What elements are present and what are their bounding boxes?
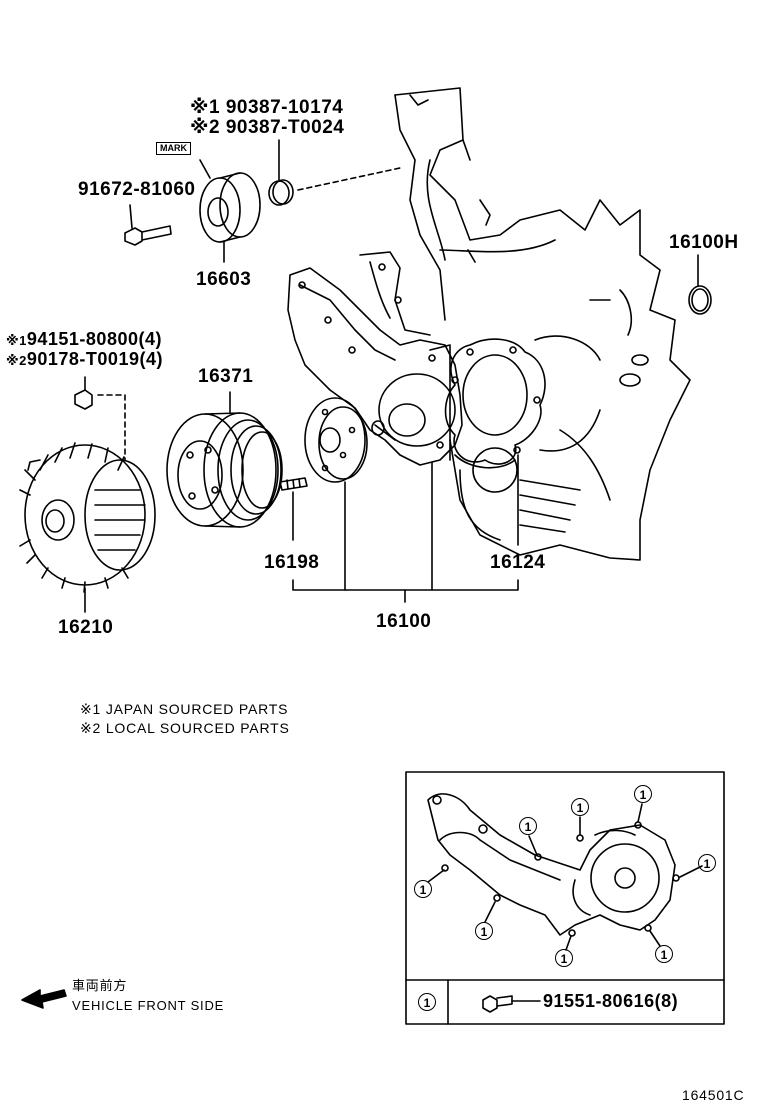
note-japan-sourced: ※1 JAPAN SOURCED PARTS bbox=[80, 701, 289, 717]
callout-8: 1 bbox=[414, 880, 432, 899]
fan-clutch-label: 16210 bbox=[58, 617, 114, 638]
figure-code: 164501C bbox=[682, 1087, 745, 1103]
fan-clutch-drawing bbox=[19, 442, 156, 613]
oring-drawing bbox=[688, 285, 712, 315]
callout-5: 1 bbox=[655, 945, 673, 964]
nut-drawing bbox=[74, 376, 126, 461]
inset-pump-drawing bbox=[427, 793, 703, 951]
pulley-label: 16371 bbox=[198, 366, 254, 387]
idler-bolt-drawing bbox=[124, 204, 172, 246]
gasket-drawing bbox=[444, 338, 546, 546]
mark-tag: MARK bbox=[156, 142, 191, 155]
legend-bolt-icon bbox=[482, 995, 541, 1013]
collar-drawing bbox=[268, 139, 401, 206]
gasket-label: 16124 bbox=[490, 552, 546, 573]
callout-2: 1 bbox=[571, 798, 589, 817]
water-pump-assy-label: 16100 bbox=[376, 611, 432, 632]
callout-7: 1 bbox=[475, 922, 493, 941]
pump-hub-drawing bbox=[304, 397, 368, 591]
inset-box bbox=[405, 771, 725, 1025]
idler-pulley-label: 16603 bbox=[196, 269, 252, 290]
stud-drawing bbox=[279, 477, 308, 541]
callout-3: 1 bbox=[634, 785, 652, 804]
direction-en: VEHICLE FRONT SIDE bbox=[72, 998, 225, 1013]
direction-jp: 車両前方 bbox=[72, 978, 128, 993]
idler-pulley-drawing bbox=[199, 159, 261, 263]
legend-symbol: 1 bbox=[418, 993, 436, 1012]
callout-6: 1 bbox=[555, 949, 573, 968]
timing-cover-drawing bbox=[394, 87, 691, 561]
callout-4: 1 bbox=[698, 854, 716, 873]
collar-part-label-2: ※2 90387-T0024 bbox=[190, 117, 345, 138]
legend-part-number: 91551-80616(8) bbox=[543, 991, 679, 1011]
oring-label: 16100H bbox=[669, 232, 739, 253]
pulley-drawing bbox=[166, 391, 283, 528]
note-local-sourced: ※2 LOCAL SOURCED PARTS bbox=[80, 720, 290, 736]
front-direction-arrow bbox=[21, 989, 67, 1009]
collar-part-label-1: ※1 90387-10174 bbox=[190, 97, 344, 118]
assembly-bracket bbox=[292, 579, 519, 591]
idler-bolt-label: 91672-81060 bbox=[78, 179, 196, 200]
callout-1: 1 bbox=[519, 817, 537, 836]
water-pump-drawing bbox=[287, 251, 463, 591]
stud-label: 16198 bbox=[264, 552, 320, 573]
nut-label-2: ※290178-T0019(4) bbox=[6, 349, 163, 369]
nut-label-1: ※194151-80800(4) bbox=[6, 329, 162, 349]
